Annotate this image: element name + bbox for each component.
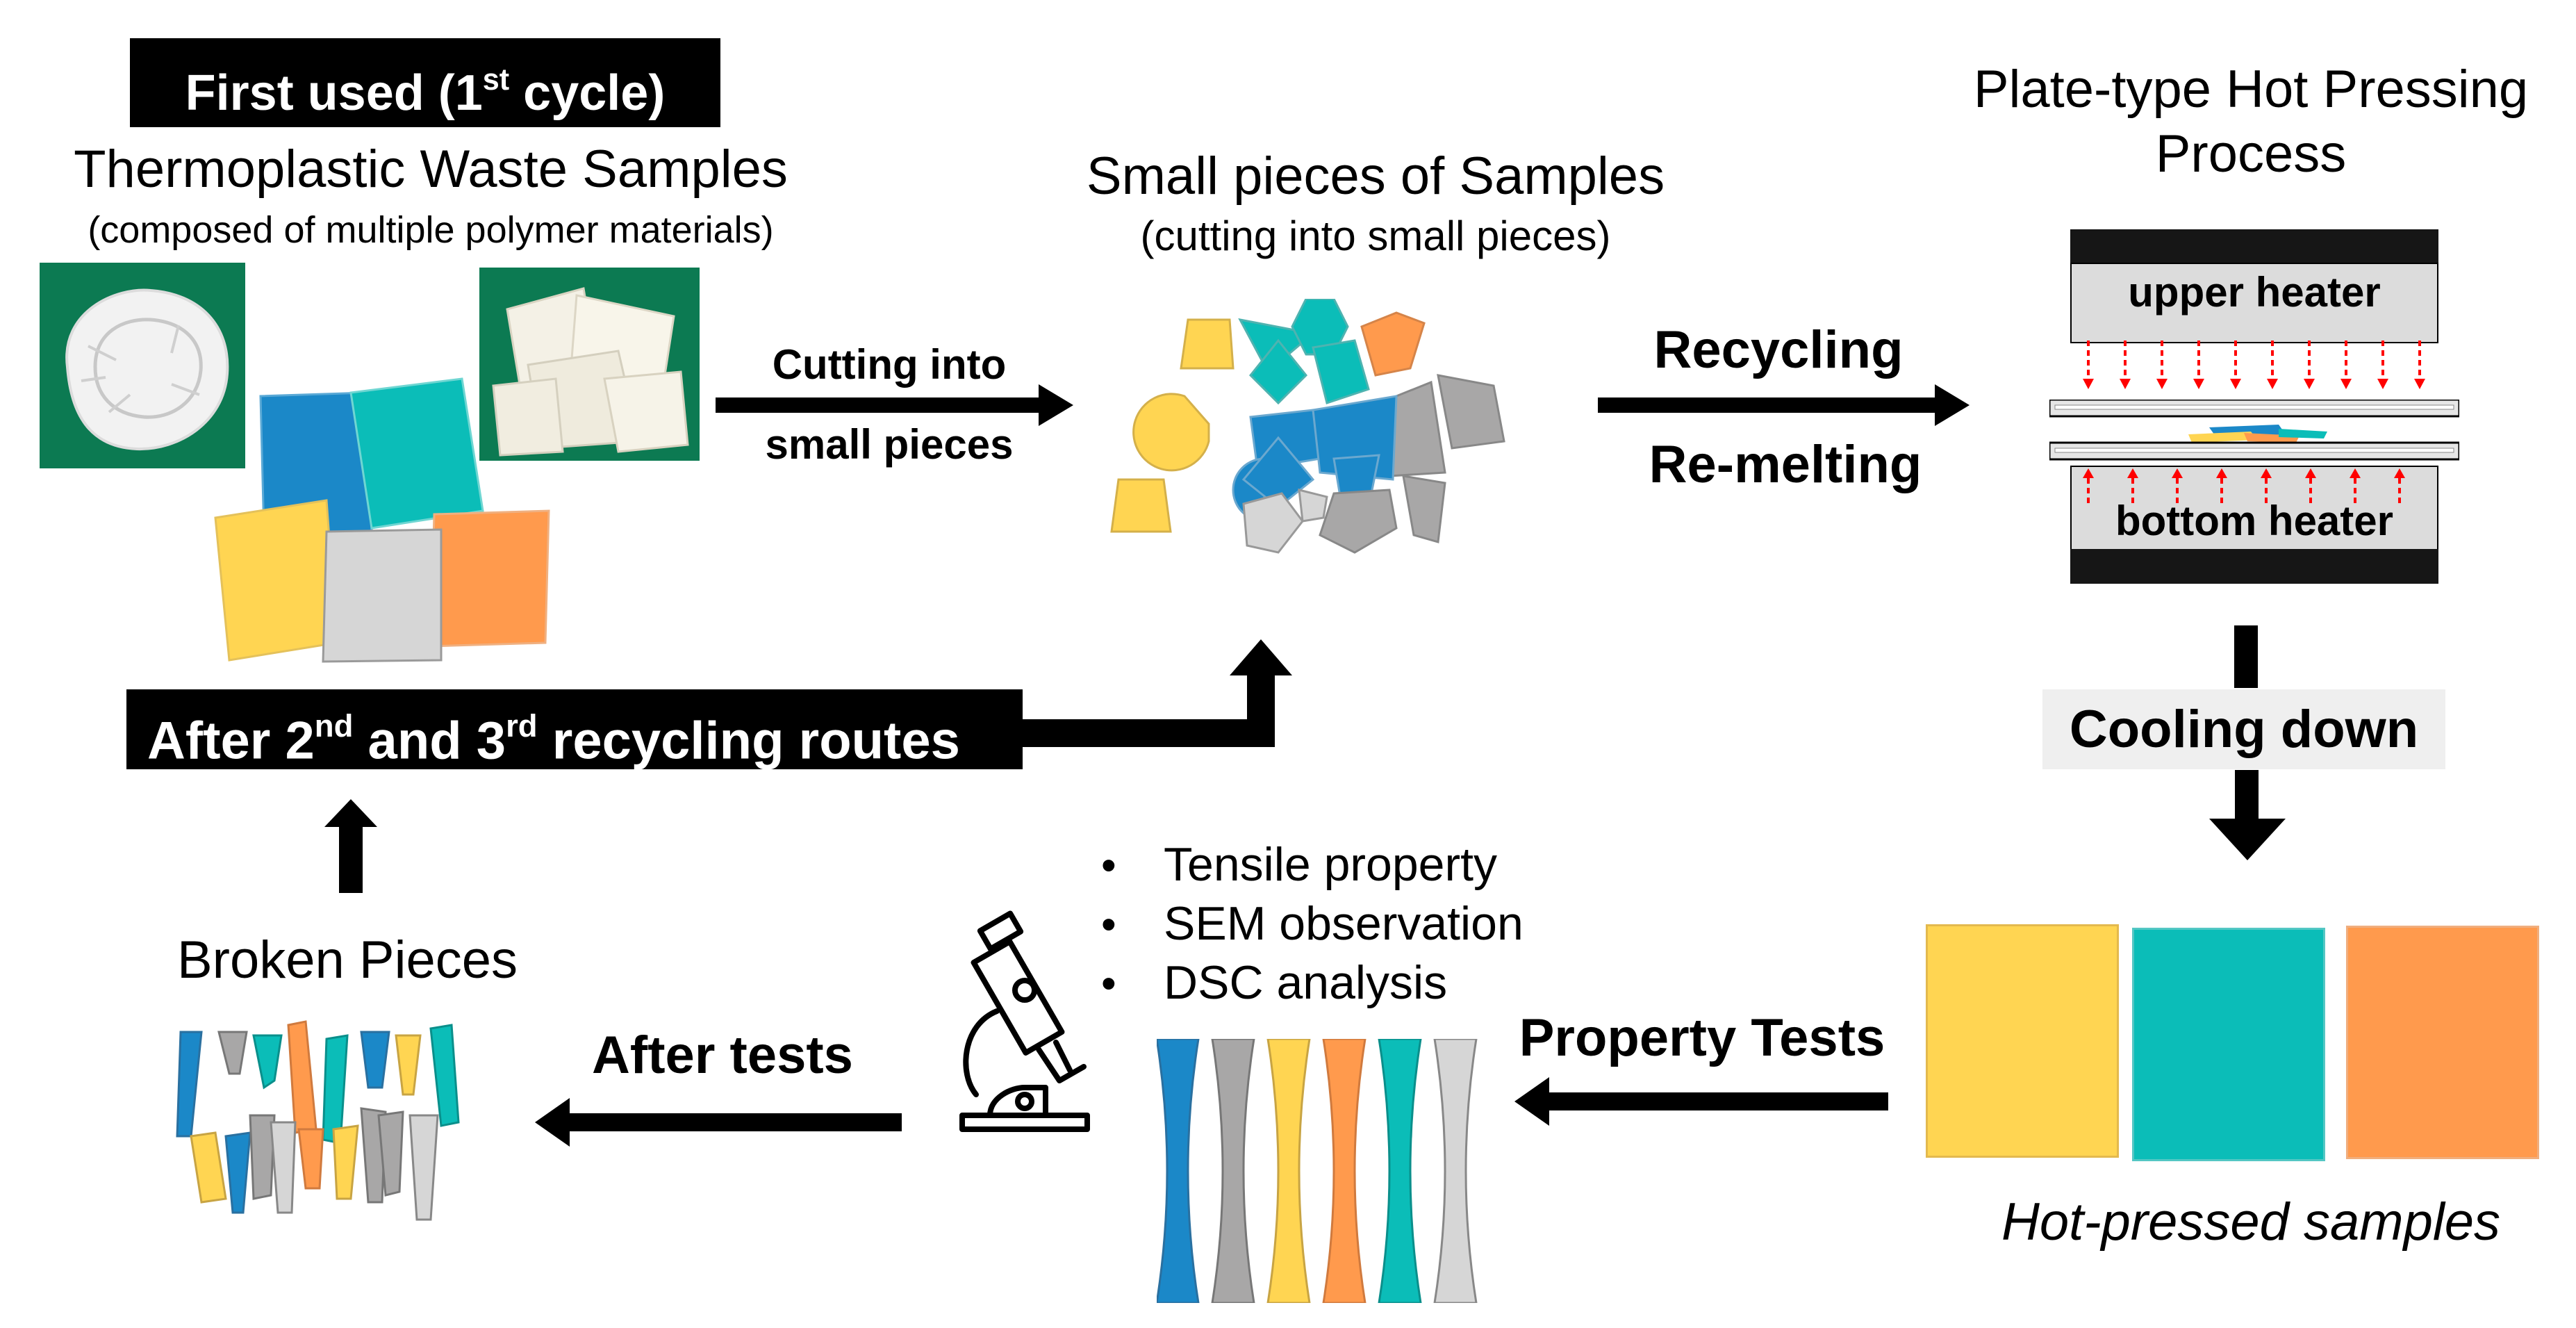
waste-photo-sheets xyxy=(479,268,700,461)
return-arrow xyxy=(1021,639,1292,747)
property-tests-label: Property Tests xyxy=(1519,1008,1885,1067)
waste-title: Thermoplastic Waste Samples xyxy=(74,140,788,199)
broken-up-arrow xyxy=(324,799,377,893)
heat-arrows-up xyxy=(2083,468,2405,507)
bottom-plate xyxy=(2070,549,2438,584)
tensile-specimens xyxy=(1157,1039,1478,1303)
cutting-arrow xyxy=(716,384,1073,426)
test-bullet-2: • xyxy=(1101,901,1116,949)
cutting-label-line1: Cutting into xyxy=(772,341,1007,388)
cooling-label: Cooling down xyxy=(2042,689,2445,769)
first-cycle-label: First used (1st cycle) xyxy=(130,38,720,127)
hot-press-title-line2: Process xyxy=(2155,124,2347,183)
broken-pieces-label: Broken Pieces xyxy=(176,931,518,990)
test-item-sem: SEM observation xyxy=(1164,897,1524,950)
hot-press-diagram: upper heater xyxy=(2049,229,2459,584)
hot-press-title-line1: Plate-type Hot Pressing xyxy=(1973,60,2529,119)
property-tests-arrow xyxy=(1514,1077,1888,1126)
recycling-label: Recycling xyxy=(1653,320,1904,379)
hot-pressed-orange xyxy=(2346,926,2539,1159)
bottom-heater-label: bottom heater xyxy=(2115,498,2394,544)
recycling-arrow xyxy=(1598,384,1970,426)
upper-heater-box xyxy=(2070,263,2438,343)
microscope-icon xyxy=(959,910,1090,1132)
test-item-dsc: DSC analysis xyxy=(1164,956,1448,1009)
upper-plate xyxy=(2070,229,2438,264)
test-item-tensile: Tensile property xyxy=(1164,838,1498,891)
cutting-label-line2: small pieces xyxy=(765,421,1014,468)
broken-pieces-pile xyxy=(176,1020,460,1221)
small-pieces-subtitle: (cutting into small pieces) xyxy=(1140,213,1611,259)
after-tests-label: After tests xyxy=(592,1026,853,1085)
heat-arrows-down xyxy=(2083,341,2425,389)
hot-pressed-label: Hot-pressed samples xyxy=(2001,1192,2501,1252)
after-routes-label: After 2nd and 3rd recycling routes xyxy=(126,689,1023,770)
small-pieces-pile xyxy=(1110,299,1505,554)
waste-sample-sheets xyxy=(214,377,550,663)
test-bullet-3: • xyxy=(1101,960,1116,1008)
cooling-arrow-bottom xyxy=(2209,770,2286,860)
upper-heater-label: upper heater xyxy=(2128,269,2381,315)
small-pieces-title: Small pieces of Samples xyxy=(1086,147,1665,206)
waste-subtitle: (composed of multiple polymer materials) xyxy=(88,209,774,251)
press-plates xyxy=(2049,400,2459,461)
waste-photo-mask xyxy=(40,263,245,468)
hot-pressed-teal xyxy=(2132,928,2325,1161)
cooling-arrow-top xyxy=(2234,625,2258,688)
test-bullet-1: • xyxy=(1101,842,1116,890)
remelting-label: Re-melting xyxy=(1649,435,1922,494)
hot-pressed-yellow xyxy=(1926,924,2119,1158)
after-tests-arrow xyxy=(535,1098,902,1147)
